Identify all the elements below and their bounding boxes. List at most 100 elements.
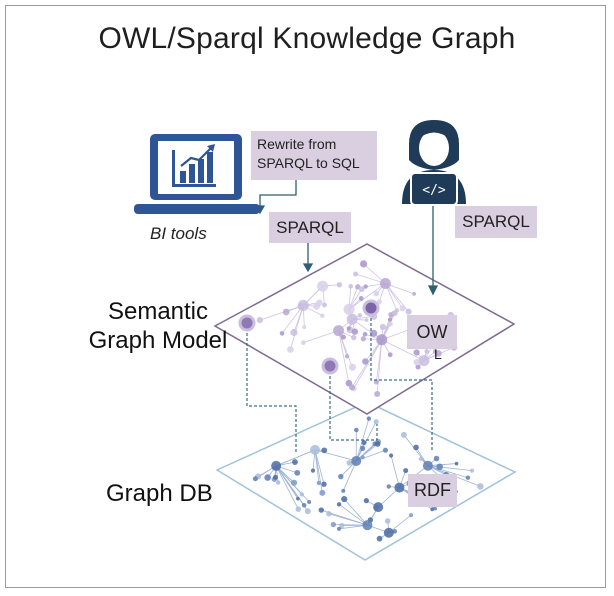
network-edge xyxy=(381,339,425,361)
network-edge xyxy=(376,339,383,395)
network-node xyxy=(379,277,391,289)
network-edge xyxy=(342,460,357,492)
network-node xyxy=(370,329,378,337)
network-node xyxy=(409,513,414,518)
network-node xyxy=(379,323,387,331)
network-node xyxy=(359,260,368,268)
network-node xyxy=(272,474,278,480)
network-node xyxy=(374,390,381,397)
network-node xyxy=(373,379,379,385)
network-node xyxy=(307,499,312,504)
network-node xyxy=(387,352,393,358)
network-node xyxy=(469,468,475,473)
network-node xyxy=(465,475,471,480)
network-node xyxy=(321,481,327,487)
network-node xyxy=(290,479,298,486)
network-node xyxy=(436,463,443,471)
layer-connectors xyxy=(246,308,433,452)
network-node xyxy=(279,331,285,336)
network-node xyxy=(338,473,344,480)
svg-text:</>: </> xyxy=(422,183,446,198)
network-edge xyxy=(427,465,469,479)
network-node xyxy=(362,520,373,531)
network-node xyxy=(386,484,391,489)
network-node xyxy=(400,431,407,438)
network-node xyxy=(302,325,307,330)
network-node xyxy=(341,488,346,493)
rewrite-tag-line1: Rewrite from xyxy=(257,136,337,152)
network-edge xyxy=(343,498,368,526)
network-node xyxy=(433,455,440,462)
network-node xyxy=(310,468,316,473)
network-node xyxy=(360,455,365,460)
network-node xyxy=(271,460,282,471)
network-node xyxy=(348,363,356,371)
developer-icon: </> xyxy=(402,120,466,206)
network-node xyxy=(405,308,412,315)
network-node xyxy=(366,416,372,421)
network-node xyxy=(297,299,309,311)
network-node xyxy=(373,290,380,297)
network-node xyxy=(316,299,323,306)
network-node xyxy=(359,445,366,451)
network-node xyxy=(351,455,362,466)
network-node xyxy=(418,456,423,461)
network-node xyxy=(363,284,368,289)
connector-right xyxy=(370,308,433,452)
network-edge xyxy=(348,283,386,310)
network-node xyxy=(364,318,369,322)
network-node xyxy=(433,506,438,511)
network-node xyxy=(354,427,359,433)
network-node xyxy=(344,354,350,359)
network-node xyxy=(413,444,419,451)
network-node xyxy=(415,364,421,370)
network-node xyxy=(374,441,381,447)
network-node xyxy=(413,349,420,356)
network-node xyxy=(294,469,301,476)
network-edge xyxy=(314,449,325,485)
network-node xyxy=(361,440,367,446)
network-node xyxy=(252,476,258,482)
network-node xyxy=(319,489,326,496)
connector-mid xyxy=(329,366,378,441)
network-node xyxy=(348,384,355,391)
network-node xyxy=(301,502,307,508)
network-node xyxy=(343,303,355,315)
network-node xyxy=(336,502,342,507)
network-node xyxy=(299,492,305,497)
network-node xyxy=(353,271,359,277)
network-node xyxy=(454,461,459,466)
network-node xyxy=(330,521,337,528)
network-node xyxy=(290,328,298,337)
network-edge xyxy=(275,465,299,499)
network-node xyxy=(292,459,298,465)
rdf-tag: RDF xyxy=(408,474,457,507)
graph-db-label: Graph DB xyxy=(106,480,213,507)
network-node xyxy=(376,334,388,346)
network-node xyxy=(321,447,328,454)
network-node xyxy=(336,282,343,288)
network-edge xyxy=(276,449,316,467)
network-edge xyxy=(275,465,299,510)
network-node xyxy=(300,340,306,346)
semantic-layer-label: Semantic Graph Model xyxy=(68,297,248,355)
network-edge xyxy=(303,330,339,344)
network-edge xyxy=(403,434,429,466)
network-edge xyxy=(333,524,368,526)
network-edge xyxy=(328,513,368,526)
network-node xyxy=(376,535,383,542)
network-node xyxy=(363,498,369,504)
network-node xyxy=(360,336,366,342)
network-edge xyxy=(390,455,400,488)
graphdb-plane xyxy=(215,401,517,561)
network-node xyxy=(264,474,271,481)
network-node xyxy=(412,292,417,296)
network-node xyxy=(362,358,369,365)
network-node xyxy=(430,507,435,512)
network-node xyxy=(340,334,346,340)
network-node xyxy=(358,286,365,293)
network-node xyxy=(384,518,391,524)
network-node xyxy=(351,328,359,335)
network-node xyxy=(346,326,351,331)
semantic-label-line1: Semantic xyxy=(107,298,209,325)
